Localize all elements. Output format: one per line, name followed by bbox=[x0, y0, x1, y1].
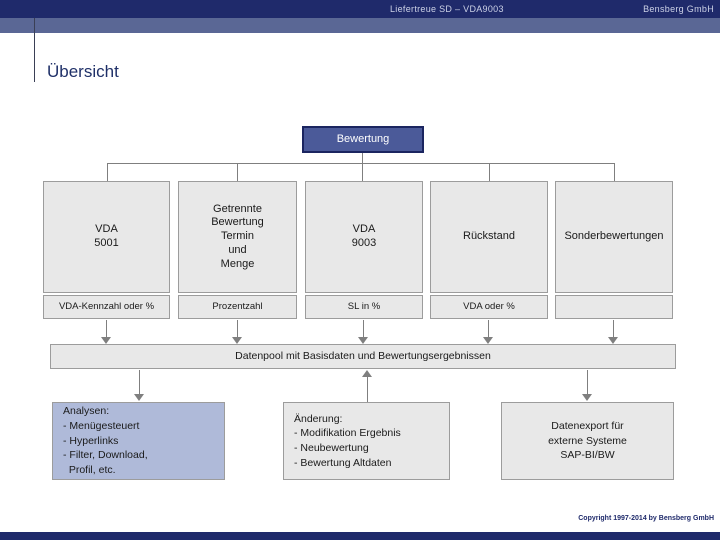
node-sonderbewertungen: Sonderbewertungen bbox=[555, 181, 673, 293]
connector-drop-3 bbox=[362, 164, 363, 181]
output-vda-oder-prozent: VDA oder % bbox=[430, 295, 548, 319]
output-sl-in-prozent: SL in % bbox=[305, 295, 423, 319]
header-accent-bar bbox=[0, 18, 720, 33]
page-title: Übersicht bbox=[47, 62, 119, 81]
arrow-down-icon bbox=[358, 320, 369, 344]
node-vda9003: VDA 9003 bbox=[305, 181, 423, 293]
node-aenderung: Änderung: - Modifikation Ergebnis - Neub… bbox=[283, 402, 450, 480]
connector-drop-5 bbox=[614, 164, 615, 181]
arrow-down-icon bbox=[101, 320, 112, 344]
arrow-down-icon bbox=[232, 320, 243, 344]
output-sonderbewertungen-empty bbox=[555, 295, 673, 319]
node-rueckstand: Rückstand bbox=[430, 181, 548, 293]
node-bewertung: Bewertung bbox=[302, 126, 424, 153]
arrow-down-icon bbox=[582, 370, 593, 401]
connector-drop-1 bbox=[107, 164, 108, 181]
footer-bar bbox=[0, 532, 720, 540]
output-prozentzahl: Prozentzahl bbox=[178, 295, 297, 319]
output-vda-kennzahl: VDA-Kennzahl oder % bbox=[43, 295, 170, 319]
connector-drop-2 bbox=[237, 164, 238, 181]
copyright-text: Copyright 1997-2014 by Bensberg GmbH bbox=[578, 515, 714, 522]
node-datenexport: Datenexport für externe Systeme SAP-BI/B… bbox=[501, 402, 674, 480]
header-doc-title: Liefertreue SD – VDA9003 bbox=[390, 4, 504, 14]
node-vda5001: VDA 5001 bbox=[43, 181, 170, 293]
connector-drop-4 bbox=[489, 164, 490, 181]
arrow-down-icon bbox=[134, 370, 145, 401]
arrow-down-icon bbox=[483, 320, 494, 344]
connector-root-stem bbox=[362, 153, 363, 163]
connector-horizontal-line bbox=[107, 163, 615, 164]
header-company-label: Bensberg GmbH bbox=[643, 4, 714, 14]
header-vertical-rule bbox=[34, 18, 35, 82]
arrow-up-icon bbox=[362, 370, 373, 403]
arrow-down-icon bbox=[608, 320, 619, 344]
node-analysen: Analysen: - Menügesteuert - Hyperlinks -… bbox=[52, 402, 225, 480]
node-getrennte-bewertung: Getrennte Bewertung Termin und Menge bbox=[178, 181, 297, 293]
header-bar: Liefertreue SD – VDA9003 Bensberg GmbH bbox=[0, 0, 720, 18]
node-datenpool: Datenpool mit Basisdaten und Bewertungse… bbox=[50, 344, 676, 369]
